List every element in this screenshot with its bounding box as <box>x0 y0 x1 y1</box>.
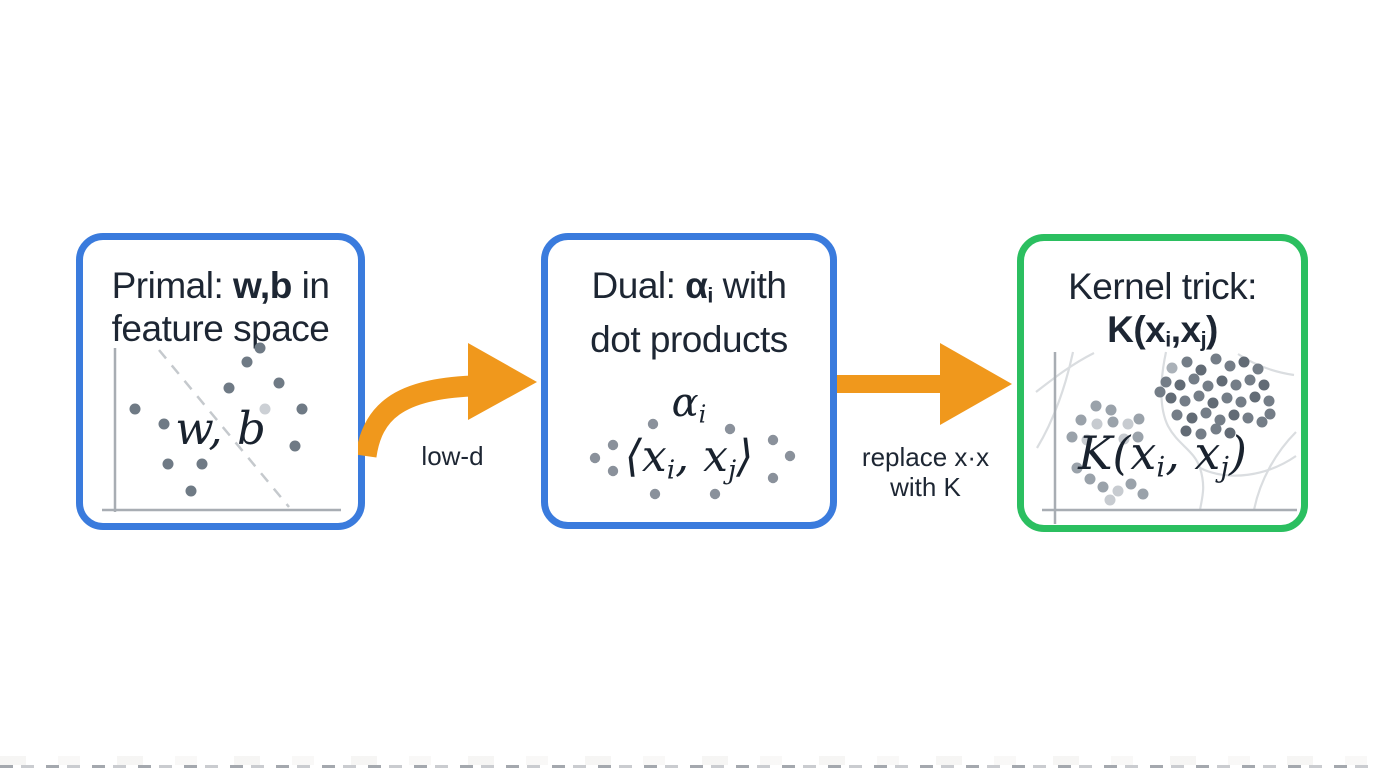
kernel-scatter-plot <box>1035 351 1297 524</box>
alpha-symbol: α <box>671 380 699 426</box>
alpha-subscript: i <box>698 400 707 429</box>
arrow1-label: low-d <box>390 441 515 471</box>
inner-product-part: , x <box>675 431 728 482</box>
primal-box: Primal: w,b in feature space w, <box>76 233 365 530</box>
kernel-math-part: ) <box>1228 426 1247 480</box>
kernel-title: Kernel trick: K(xi,xj) <box>1024 265 1301 362</box>
primal-title-pre: Primal: <box>111 265 234 306</box>
kernel-math-part: , x <box>1165 426 1221 480</box>
inner-product-sub-i: i <box>666 454 676 486</box>
arrow2-label-line1: replace x·x <box>861 442 990 472</box>
primal-title-line2: feature space <box>111 308 330 349</box>
primal-axes <box>102 348 341 512</box>
arrow1-curved-tail <box>358 375 473 458</box>
dual-math-alpha: αi <box>548 380 830 429</box>
kernel-math-part: K(x <box>1078 426 1157 480</box>
dual-scatter-dots <box>589 418 796 500</box>
dual-title-pre: Dual: <box>591 265 686 306</box>
bottom-faint-smudge-artifact <box>0 756 1376 765</box>
arrow-primal-to-dual <box>358 343 537 458</box>
dual-math-inner-product: ⟨xi, xj⟩ <box>548 431 830 486</box>
arrow-dual-to-kernel <box>837 343 1012 425</box>
inner-product-part: ⟩ <box>736 431 754 482</box>
primal-scatter-plot <box>102 342 341 512</box>
kernel-box: Kernel trick: K(xi,xj) <box>1017 234 1308 532</box>
kernel-title-line1: Kernel trick: <box>1068 266 1257 307</box>
dual-title: Dual: αi with dot products <box>548 264 830 361</box>
kernel-math-sub-i: i <box>1156 450 1166 484</box>
primal-title-bold: w,b <box>233 265 292 306</box>
bottom-cropped-text-artifact <box>0 765 1376 768</box>
arrow1-label-text: low-d <box>421 441 484 471</box>
primal-math-text: w, b <box>175 402 266 455</box>
dual-title-bold-alpha: αi <box>685 265 713 308</box>
kernel-math-sub-j: j <box>1220 450 1229 484</box>
kernel-math-label: K(xi, xj) <box>1024 426 1301 484</box>
primal-decision-boundary-dashed-line <box>158 349 290 508</box>
kernel-axes <box>1042 352 1297 524</box>
arrow2-label-line2: with K <box>890 472 961 502</box>
primal-title-post: in <box>291 265 330 306</box>
inner-product-sub-j: j <box>727 454 737 486</box>
dual-title-post: with <box>712 265 787 306</box>
kernel-upper-cluster-dots <box>1154 353 1276 440</box>
dual-box: Dual: αi with dot products αi ⟨xi, xj⟩ <box>541 233 837 529</box>
dual-dots-decoration <box>589 418 796 500</box>
primal-title: Primal: w,b in feature space <box>83 264 358 350</box>
primal-math-label: w, b <box>83 403 358 455</box>
primal-scatter-dots <box>129 342 308 497</box>
kernel-lower-cluster-dots <box>1066 400 1149 506</box>
arrow1-head <box>468 343 537 420</box>
arrow2-head <box>940 343 1012 425</box>
kernel-title-formula: K(xi,xj) <box>1107 309 1218 352</box>
dual-title-line2: dot products <box>590 318 788 360</box>
arrow2-label: replace x·x with K <box>843 442 1008 502</box>
inner-product-part: ⟨x <box>624 431 667 482</box>
